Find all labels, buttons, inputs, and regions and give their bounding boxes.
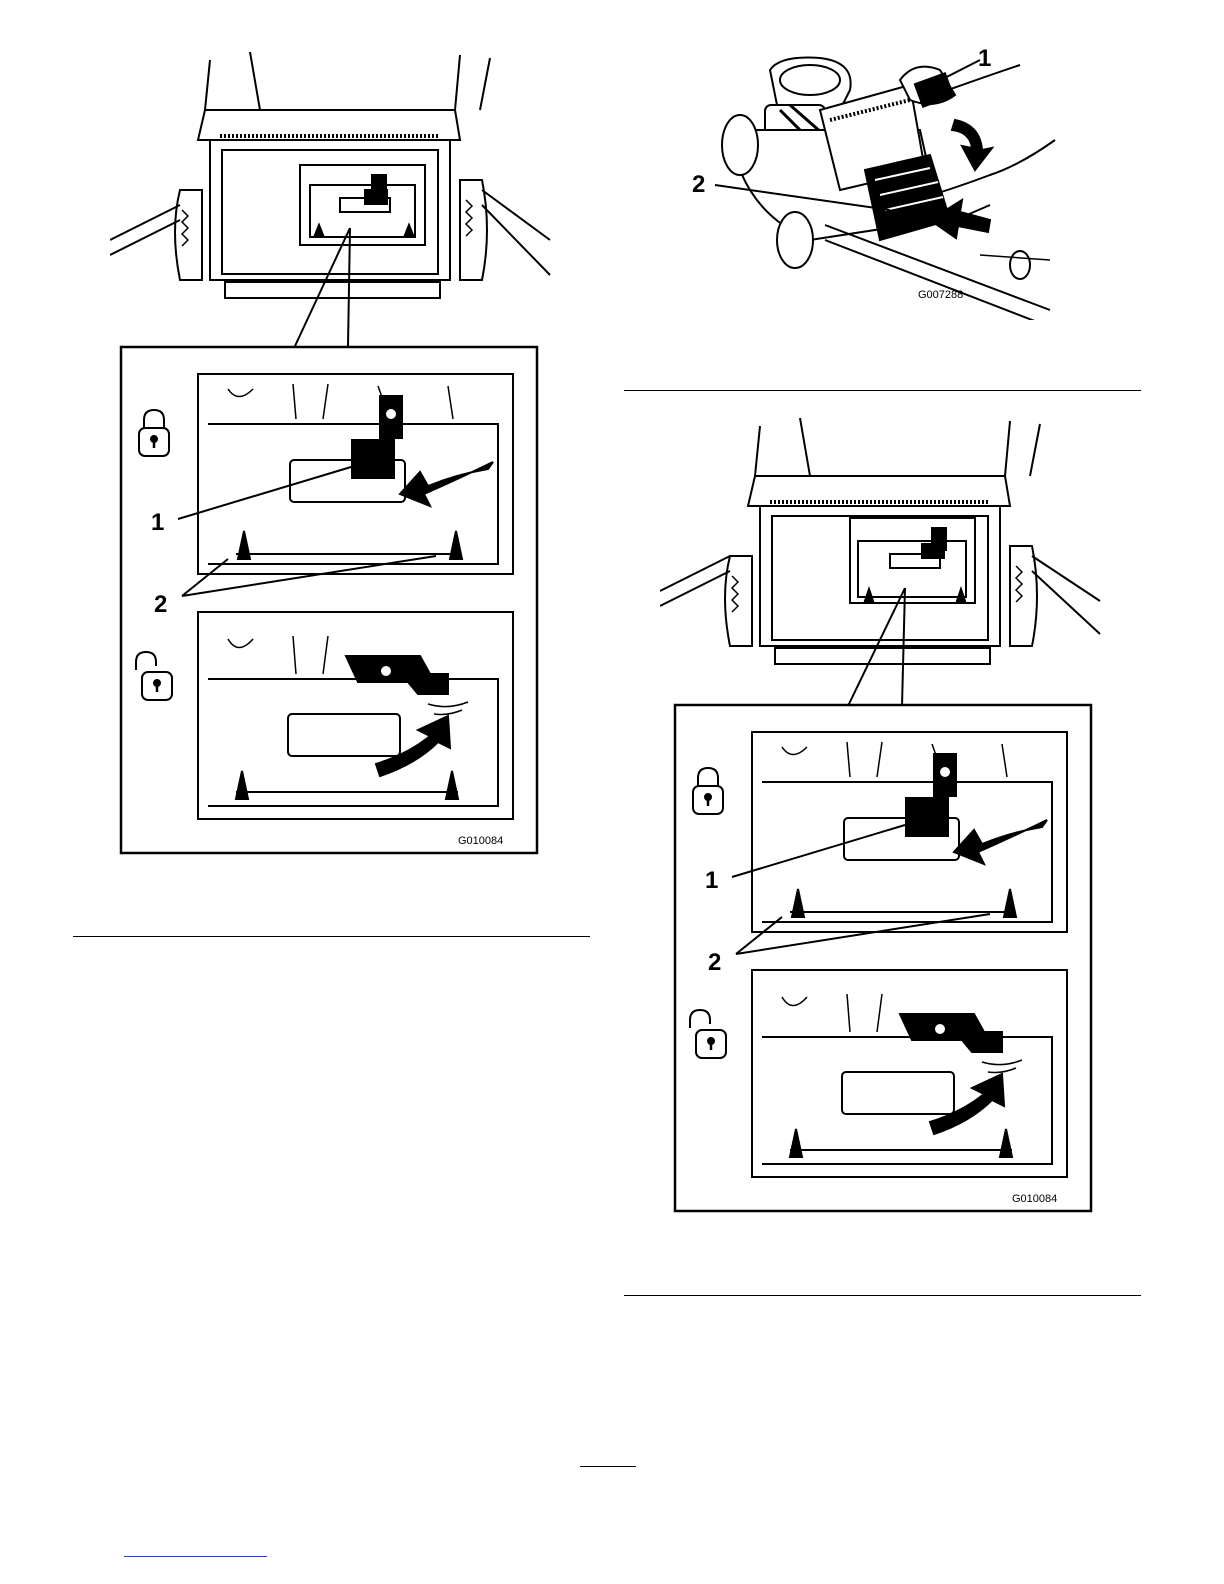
mower-rear-overview-left: [110, 40, 560, 350]
padlock-open-icon: [690, 1010, 726, 1058]
footer-link-underline[interactable]: [124, 1556, 267, 1557]
locked-state-panel: [732, 732, 1067, 954]
figure-id: G007288: [918, 289, 963, 301]
padlock-closed-icon: [139, 410, 169, 456]
divider-right-top: [624, 390, 1141, 391]
divider-left: [73, 936, 590, 937]
callout-1: 1: [705, 867, 718, 894]
bag-install-figure: 1 2 G007288: [690, 40, 1070, 320]
callout-1: 1: [978, 45, 991, 72]
padlock-open-icon: [136, 652, 172, 700]
locked-state-panel: [178, 374, 513, 596]
callout-2: 2: [154, 591, 167, 618]
latch-detail-inset-left: 1 2 G010084: [118, 344, 540, 856]
divider-right-bottom: [624, 1295, 1141, 1296]
figure-id: G010084: [1012, 1193, 1057, 1205]
padlock-closed-icon: [693, 768, 723, 814]
latch-detail-inset-right: 1 2 G010084: [672, 702, 1094, 1214]
unlocked-state-panel: [198, 612, 513, 819]
callout-2: 2: [692, 171, 705, 198]
page-number-rule: [580, 1466, 636, 1467]
figure-id: G010084: [458, 835, 503, 847]
mower-rear-overview-right: [660, 406, 1110, 712]
callout-1: 1: [151, 509, 164, 536]
unlocked-state-panel: [752, 970, 1067, 1177]
callout-2: 2: [708, 949, 721, 976]
